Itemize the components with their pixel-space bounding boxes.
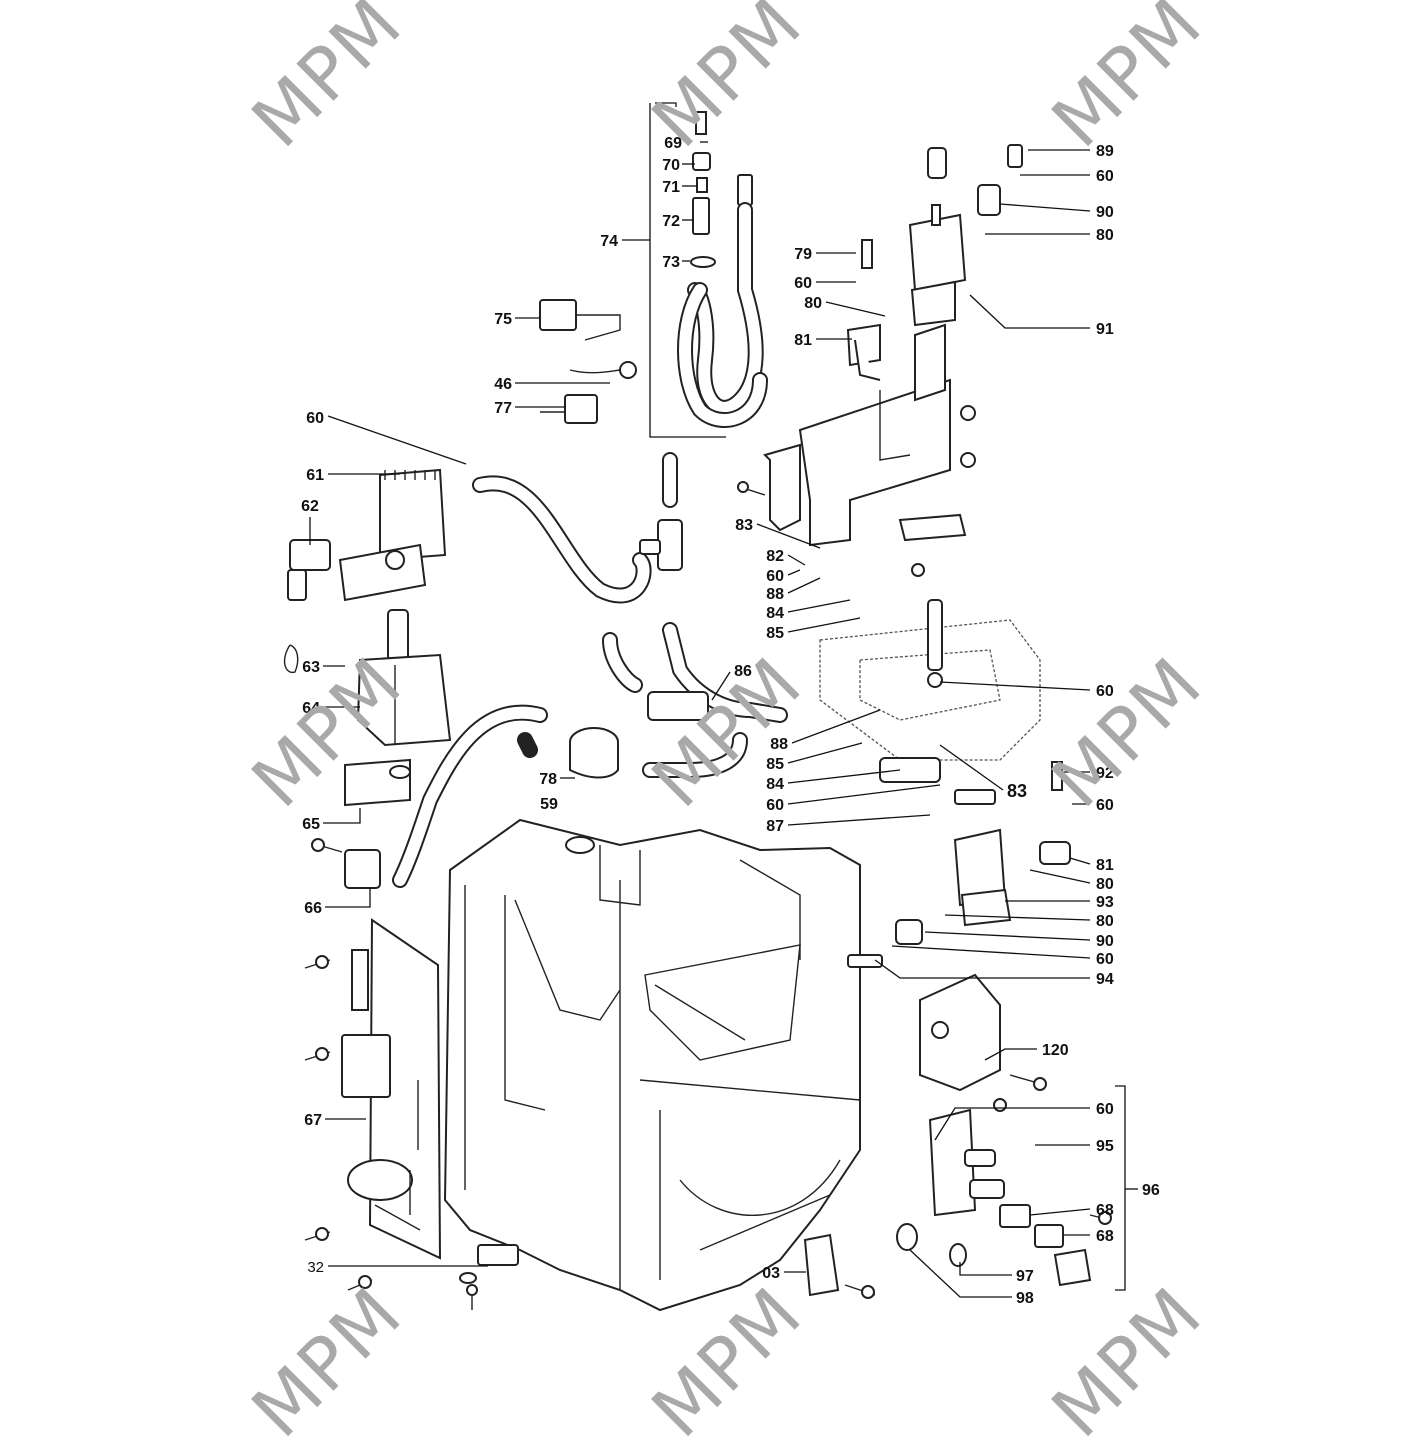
callout-61: 61: [306, 467, 324, 484]
callout-91: 91: [1096, 321, 1114, 338]
exploded-parts-diagram: 69 70 71 72 73 74 75 46 77 60 61 62 63 6…: [283, 102, 1160, 1312]
callout-63: 63: [302, 659, 320, 676]
callout-97: 97: [1016, 1268, 1034, 1285]
control-board-67: [341, 918, 442, 1260]
callout-68-b: 68: [1096, 1228, 1114, 1245]
callout-60-heater: 60: [306, 410, 324, 427]
leader-lines: [309, 102, 1138, 1298]
callout-73: 73: [662, 254, 680, 271]
callout-90-bottom: 90: [1096, 933, 1114, 950]
callout-60-92: 60: [1096, 797, 1114, 814]
callout-60-96: 60: [1096, 1101, 1114, 1118]
callout-62: 62: [301, 498, 319, 515]
callout-89: 89: [1096, 143, 1114, 160]
callout-85-top: 85: [766, 625, 784, 642]
callout-60-89: 60: [1096, 168, 1114, 185]
callout-84-bottom: 84: [766, 776, 784, 793]
callout-65: 65: [302, 816, 320, 833]
bracket-120: [919, 973, 1001, 1092]
callout-98: 98: [1016, 1290, 1034, 1307]
housing-part-59: [443, 818, 861, 1312]
callout-94: 94: [1096, 971, 1114, 988]
callout-120: 120: [1042, 1042, 1069, 1059]
callout-72: 72: [662, 213, 680, 230]
callout-74: 74: [600, 233, 618, 250]
valve-bracket-91: [763, 144, 1023, 547]
microswitch-assembly-96: [896, 1108, 1092, 1287]
callout-69: 69: [664, 135, 682, 152]
callout-88-bottom: 88: [770, 736, 788, 753]
callout-75: 75: [494, 311, 512, 328]
callout-68-a: 68: [1096, 1202, 1114, 1219]
callout-70: 70: [662, 157, 680, 174]
callout-93: 93: [1096, 894, 1114, 911]
callout-32: 32: [307, 1259, 324, 1276]
callout-60-valve-top: 60: [794, 275, 812, 292]
brew-unit-frame: [819, 599, 1041, 761]
heater-block-61: [287, 468, 447, 602]
parts-artwork: [283, 111, 1112, 1312]
callout-80-90: 80: [1096, 227, 1114, 244]
callout-83-bottom: 83: [1007, 781, 1027, 801]
callout-81-bottom: 81: [1096, 857, 1114, 874]
callout-83-top: 83: [735, 517, 753, 534]
callout-87: 87: [766, 818, 784, 835]
hose-network: [392, 452, 788, 888]
callout-80-81: 80: [1096, 876, 1114, 893]
callout-60-84: 60: [766, 797, 784, 814]
callout-81-top: 81: [794, 332, 812, 349]
callout-60-brew: 60: [1096, 683, 1114, 700]
callout-46: 46: [494, 376, 512, 393]
callout-77: 77: [494, 400, 512, 417]
callout-80-top: 80: [804, 295, 822, 312]
callout-60-82: 60: [766, 568, 784, 585]
callout-67: 67: [304, 1112, 322, 1129]
callout-64: 64: [302, 700, 320, 717]
callout-92: 92: [1096, 765, 1114, 782]
tube-assembly-74: [677, 111, 768, 428]
callout-79: 79: [794, 246, 812, 263]
callout-80-93: 80: [1096, 913, 1114, 930]
switches-75-77: [539, 299, 637, 424]
callout-95: 95: [1096, 1138, 1114, 1155]
callout-60-90: 60: [1096, 951, 1114, 968]
callout-96: 96: [1142, 1182, 1160, 1199]
pump-64: [283, 609, 452, 807]
callout-82: 82: [766, 548, 784, 565]
callout-88-top: 88: [766, 586, 784, 603]
callout-03: 03: [762, 1265, 780, 1282]
callout-labels: 69 70 71 72 73 74 75 46 77 60 61 62 63 6…: [301, 135, 1160, 1307]
callout-78: 78: [539, 771, 557, 788]
small-parts: [344, 849, 840, 1297]
callout-66: 66: [304, 900, 322, 917]
callout-86: 86: [734, 663, 752, 680]
callout-84-top: 84: [766, 605, 784, 622]
callout-71: 71: [662, 179, 680, 196]
valve-93: [847, 757, 1071, 968]
callout-85-bottom: 85: [766, 756, 784, 773]
callout-90-top: 90: [1096, 204, 1114, 221]
callout-59: 59: [540, 796, 558, 813]
